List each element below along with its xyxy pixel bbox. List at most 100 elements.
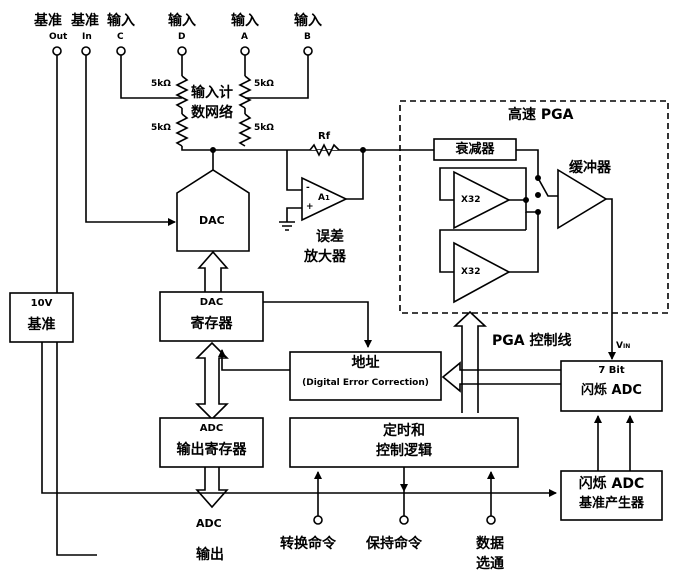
ref-out-label: Out bbox=[49, 32, 68, 42]
attenuator-label: 衰减器 bbox=[455, 142, 495, 157]
node-dot bbox=[359, 147, 366, 154]
flash-ref-line2: 基准产生器 bbox=[578, 496, 644, 511]
input-d-cn-label: 输入 bbox=[168, 13, 196, 29]
buffer-out-wire bbox=[606, 198, 616, 360]
ref-10v-title: 10V bbox=[30, 298, 53, 309]
resistor-2-label: 5kΩ bbox=[254, 79, 274, 89]
amp2-out-wire bbox=[509, 212, 539, 273]
dac-reg-to-dac-arrow bbox=[197, 250, 229, 292]
hold-terminal bbox=[399, 515, 409, 525]
error-amp-name: A1 bbox=[318, 194, 330, 203]
dac-register-box bbox=[159, 291, 264, 342]
ref-10v-cn: 基准 bbox=[27, 317, 56, 333]
error-amp-output-wire bbox=[346, 150, 364, 200]
flash-ref-line1: 闪烁 ADC bbox=[578, 476, 645, 492]
flash-adc-cn: 闪烁 ADC bbox=[581, 383, 642, 398]
network-label-line1: 输入计 bbox=[191, 85, 233, 101]
error-amp-name-sub: 1 bbox=[324, 194, 330, 202]
node-dot bbox=[534, 192, 541, 199]
input-a-cn-label: 输入 bbox=[231, 13, 259, 29]
input-c-label: C bbox=[117, 32, 124, 42]
hold-command-label: 保持命令 bbox=[366, 536, 422, 552]
amp2-label: X32 bbox=[461, 267, 481, 277]
dac-register-cn: 寄存器 bbox=[190, 316, 233, 332]
dac-shape bbox=[176, 169, 250, 252]
flash-ref-box bbox=[560, 470, 663, 521]
ref-in-label: In bbox=[82, 32, 92, 42]
data-select-label-1: 数据 bbox=[476, 536, 504, 552]
buffer-label: 缓冲器 bbox=[569, 160, 611, 176]
pga-control-arrow bbox=[452, 310, 488, 413]
network-label-line2: 数网络 bbox=[191, 105, 233, 121]
addr-to-dac-reg-wire bbox=[218, 349, 290, 371]
node-dot bbox=[534, 175, 541, 182]
input-d-terminal bbox=[177, 46, 187, 56]
data-select-label-2: 选通 bbox=[476, 556, 504, 572]
input-c-cn-label: 输入 bbox=[107, 13, 135, 29]
error-amp-minus-wire bbox=[286, 150, 302, 191]
address-box bbox=[289, 351, 442, 401]
input-b-cn-label: 输入 bbox=[294, 13, 322, 29]
adc-output-label-2: 输出 bbox=[196, 547, 224, 563]
flash-adc-box bbox=[560, 360, 663, 412]
ground-symbol bbox=[279, 221, 295, 231]
input-b-label: B bbox=[304, 32, 311, 42]
vin-main: V bbox=[616, 341, 623, 351]
input-a-terminal bbox=[240, 46, 250, 56]
resistor-2 bbox=[238, 75, 252, 109]
address-en: (Digital Error Correction) bbox=[302, 378, 429, 388]
error-amp-name-main: A bbox=[318, 193, 325, 203]
summing-node-wire bbox=[181, 146, 434, 151]
input-b-wire bbox=[245, 55, 309, 99]
resistor-3-label: 5kΩ bbox=[151, 123, 171, 133]
error-amp-minus: - bbox=[306, 183, 310, 193]
adc-output-arrow bbox=[195, 467, 229, 509]
amp2-feedback-wire bbox=[439, 229, 526, 273]
dac-adc-reg-double-arrow bbox=[195, 341, 229, 421]
ref-10v-box bbox=[9, 292, 74, 343]
adc-output-label-1: ADC bbox=[196, 517, 222, 530]
rf-label: Rf bbox=[318, 131, 331, 142]
vin-label: VIN bbox=[616, 342, 630, 351]
amp1-label: X32 bbox=[461, 195, 481, 205]
amp1-out-wire bbox=[509, 199, 538, 213]
adc-register-box bbox=[159, 417, 264, 468]
input-d-label: D bbox=[178, 32, 186, 42]
attenuator-out-wire bbox=[516, 149, 539, 178]
timing-line2: 控制逻辑 bbox=[376, 443, 432, 459]
input-c-wire bbox=[120, 55, 182, 99]
pga-dashed-box bbox=[399, 100, 669, 314]
pga-title: 高速 PGA bbox=[508, 107, 574, 123]
address-cn: 地址 bbox=[351, 355, 380, 371]
data-select-terminal bbox=[486, 515, 496, 525]
convert-command-label: 转换命令 bbox=[280, 536, 336, 552]
ref-out-terminal bbox=[52, 46, 62, 56]
ref-in-cn-label: 基准 bbox=[71, 13, 99, 29]
amp1-feedback-wire bbox=[439, 167, 527, 201]
ref-out-cn-label: 基准 bbox=[34, 13, 62, 29]
flash-adc-title: 7 Bit bbox=[598, 365, 625, 376]
error-amp-plus-wire bbox=[286, 207, 302, 222]
resistor-3 bbox=[175, 113, 189, 147]
error-amp-triangle bbox=[301, 176, 348, 222]
resistor-1 bbox=[175, 75, 189, 109]
resistor-4 bbox=[238, 113, 252, 147]
vin-sub: IN bbox=[622, 343, 631, 350]
dac-register-title: DAC bbox=[199, 297, 224, 308]
convert-terminal bbox=[313, 515, 323, 525]
error-amp-label-line2: 放大器 bbox=[304, 249, 346, 265]
ref-in-wire bbox=[85, 55, 176, 226]
timing-line1: 定时和 bbox=[383, 423, 425, 439]
dac-label: DAC bbox=[199, 214, 225, 227]
input-a-label: A bbox=[241, 32, 248, 42]
input-c-terminal bbox=[116, 46, 126, 56]
dac-reg-to-addr-wire bbox=[263, 301, 372, 348]
ref-in-terminal bbox=[81, 46, 91, 56]
error-amp-plus: + bbox=[306, 202, 314, 212]
resistor-1-label: 5kΩ bbox=[151, 79, 171, 89]
adc-register-title: ADC bbox=[199, 423, 224, 434]
pga-switch bbox=[537, 177, 558, 197]
resistor-4-label: 5kΩ bbox=[254, 123, 274, 133]
